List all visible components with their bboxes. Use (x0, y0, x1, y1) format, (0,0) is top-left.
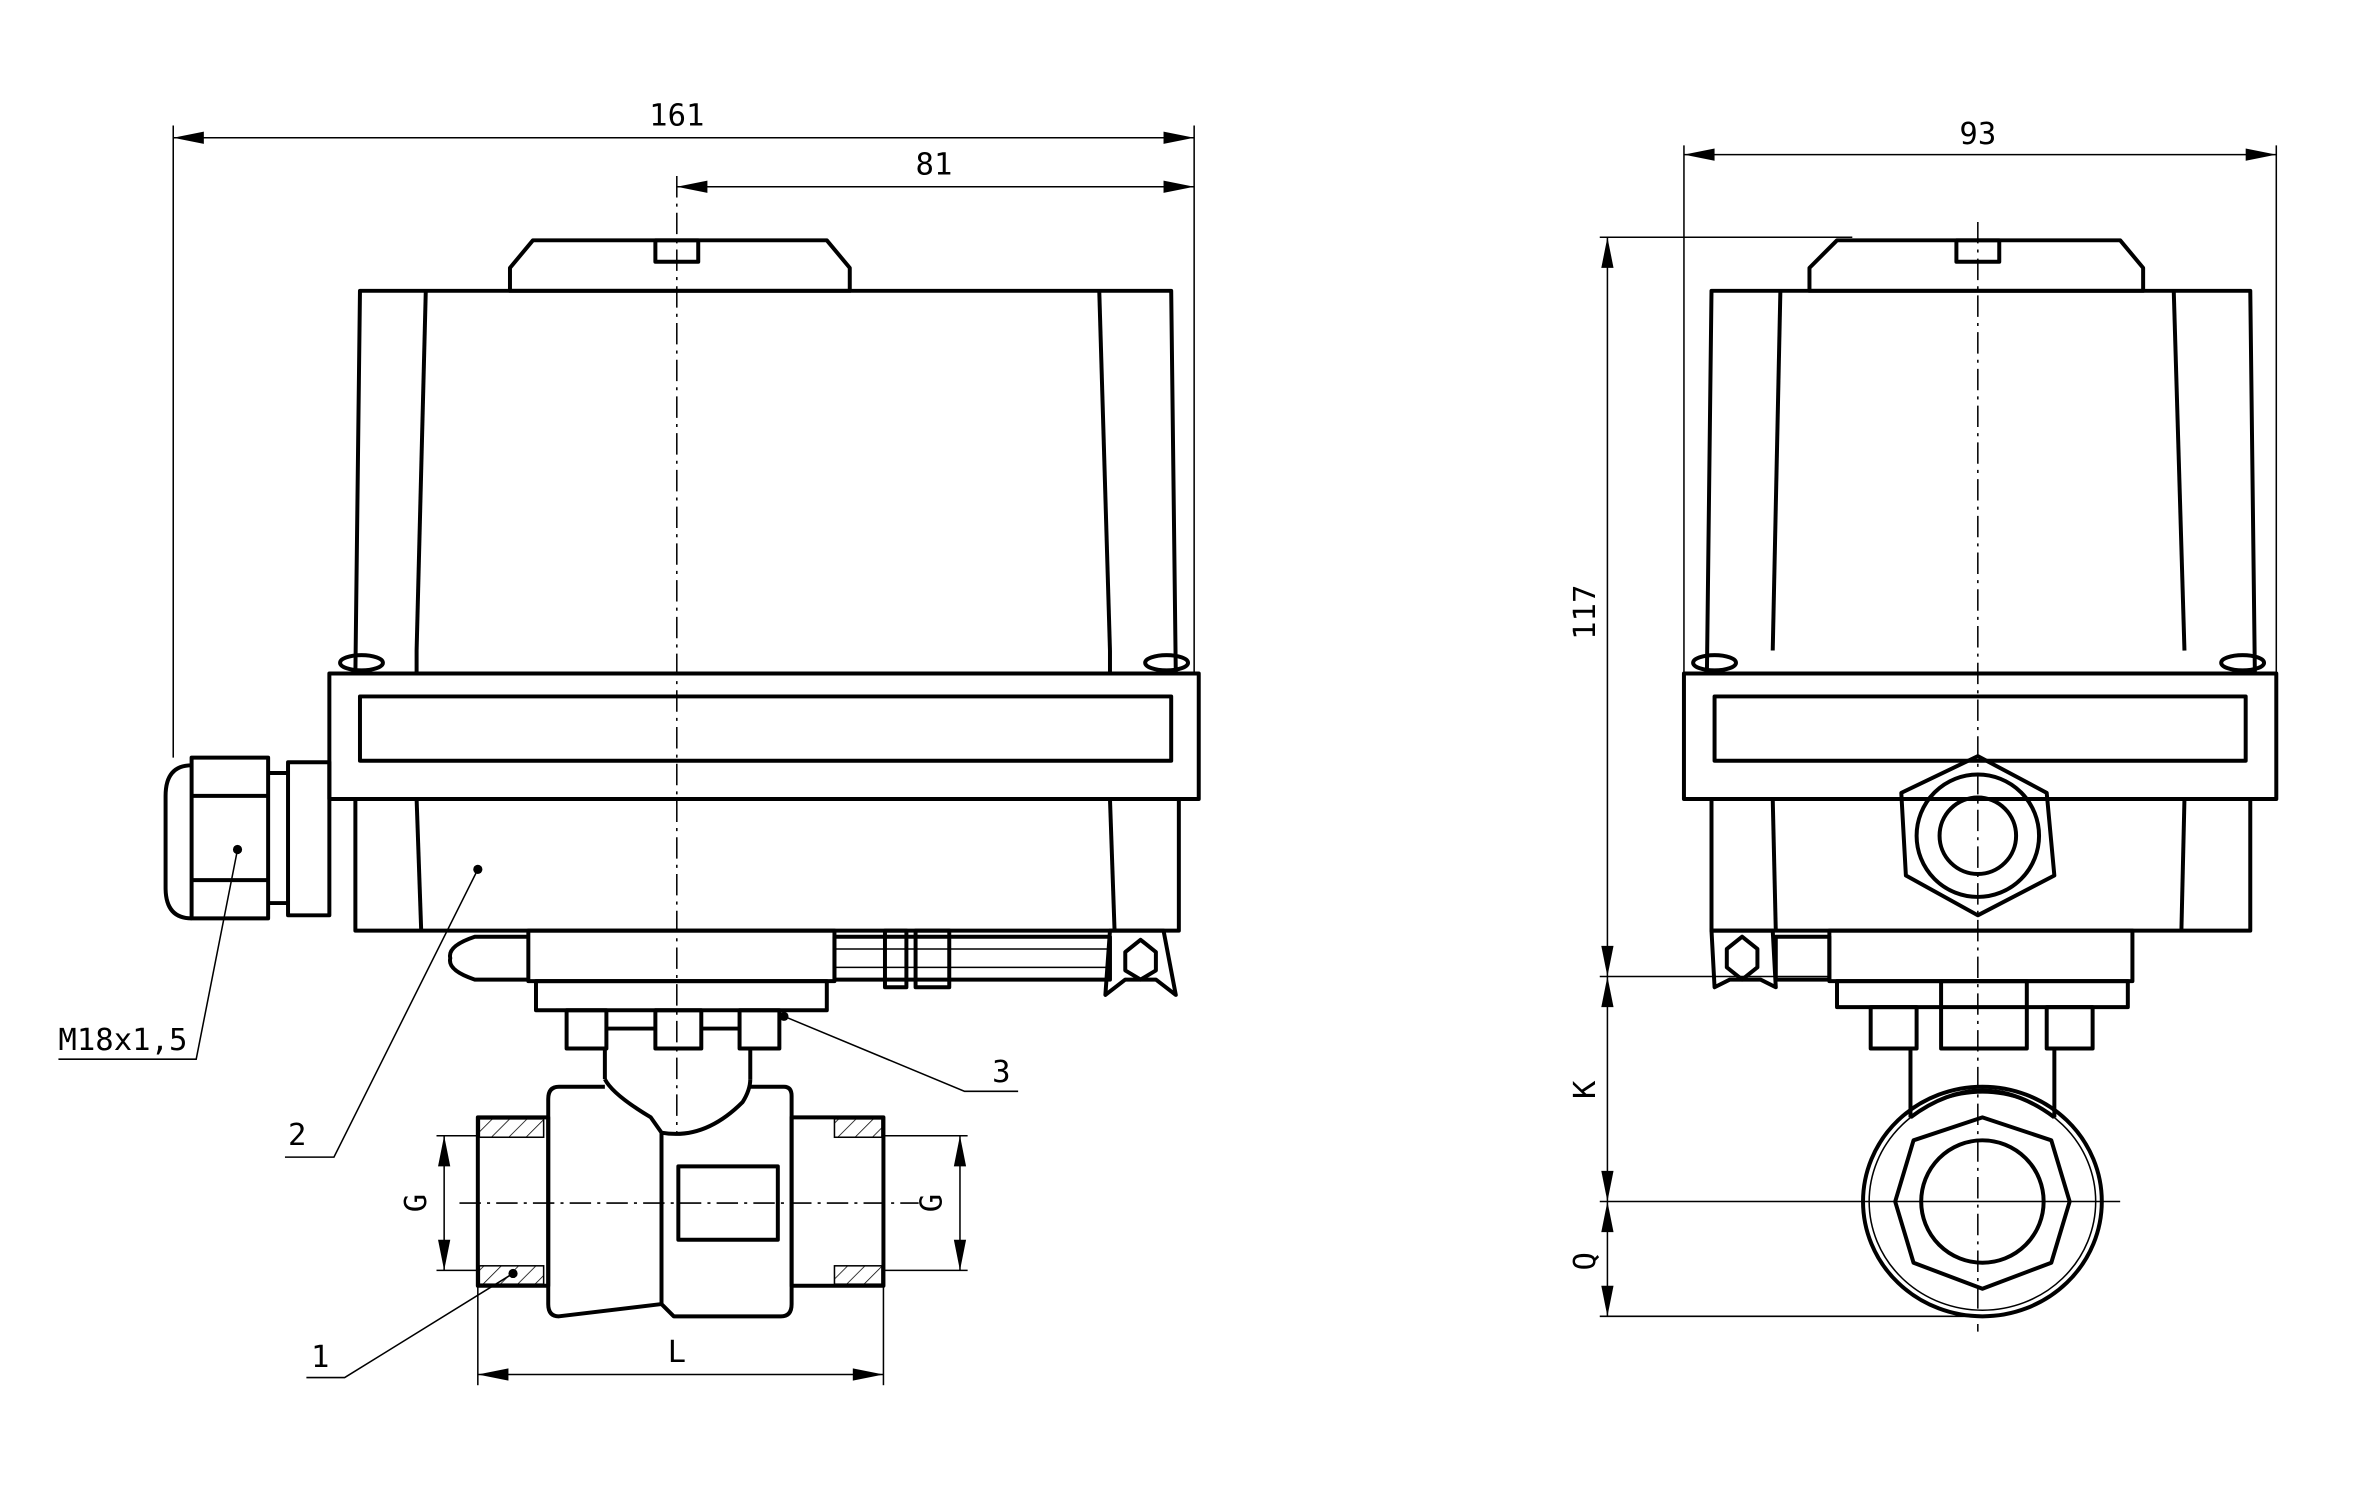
dimension-label-81: 81 (916, 147, 953, 182)
dimension-g-right: G (883, 1134, 968, 1272)
dimension-l: L (477, 1285, 885, 1386)
housing-flange (327, 671, 1201, 801)
callout-label-m18: M18x1,5 (58, 1023, 187, 1058)
dimension-81: 81 (676, 147, 1195, 193)
callout-m18: M18x1,5 (58, 849, 239, 1060)
ball-valve (459, 1048, 919, 1319)
valve-window (676, 1164, 780, 1242)
dimension-label-117: 117 (1568, 585, 1603, 640)
dimension-117: 117 (1568, 236, 1853, 978)
dimension-k: K (1568, 976, 2121, 1203)
dimension-161: 161 (172, 99, 1195, 758)
dimension-label-l: L (668, 1335, 686, 1370)
callout-3: 3 (783, 1015, 1019, 1093)
callout-1: 1 (306, 1272, 514, 1379)
actuator-housing (327, 238, 1201, 933)
callout-label-1: 1 (311, 1340, 329, 1375)
dimension-g-left: G (399, 1134, 478, 1272)
cable-gland (163, 755, 332, 921)
front-view: 161 81 (58, 99, 1201, 1386)
side-hex-nut (1899, 754, 2057, 918)
callout-2: 2 (284, 869, 479, 1158)
dimension-label-k: K (1568, 1080, 1603, 1099)
callout-label-3: 3 (992, 1055, 1010, 1090)
callout-label-2: 2 (288, 1118, 306, 1153)
dimension-label-g-right: G (915, 1194, 950, 1212)
side-mounting-bracket (1709, 928, 2135, 1051)
side-actuator-housing (1681, 238, 2279, 933)
dimension-93: 93 (1683, 117, 2278, 674)
dimension-label-g-left: G (399, 1194, 434, 1212)
dimension-label-93: 93 (1959, 117, 1996, 152)
side-valve-end (1861, 1048, 2104, 1319)
side-view: 93 117 K Q (1568, 117, 2279, 1332)
mounting-bracket (448, 928, 1178, 1051)
dimension-q: Q (1568, 1201, 1983, 1318)
dimension-label-q: Q (1568, 1252, 1603, 1270)
dimension-label-161: 161 (649, 99, 704, 134)
